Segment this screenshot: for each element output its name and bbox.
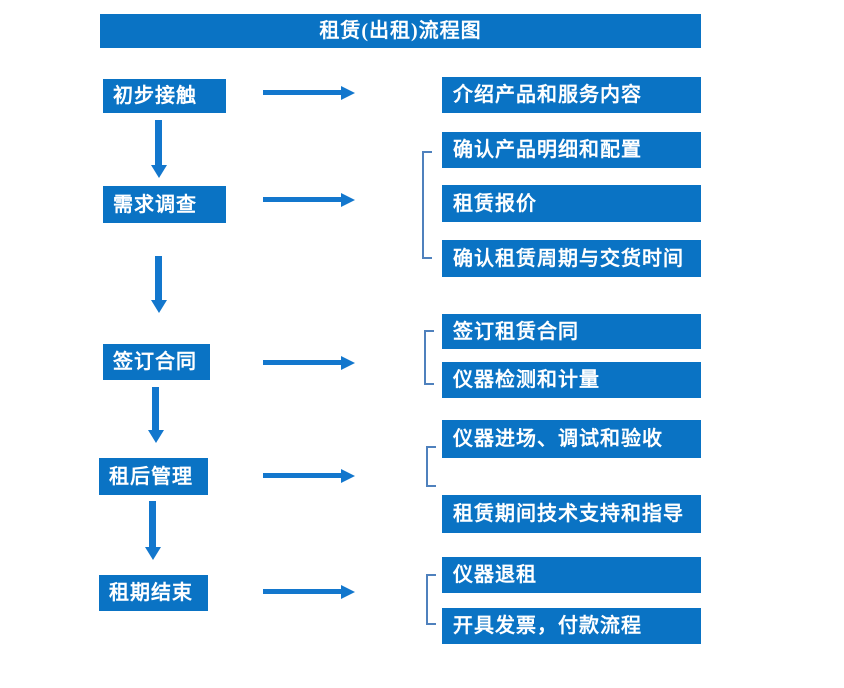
- arrow-down-icon-2: [155, 256, 162, 300]
- bracket-group-demand-survey: [422, 151, 432, 259]
- detail-box-tech-support: 租赁期间技术支持和指导: [442, 495, 701, 533]
- stage-box-demand-survey: 需求调查: [103, 186, 226, 223]
- detail-box-instrument-return: 仪器退租: [442, 557, 701, 593]
- bracket-group-sign-contract: [424, 330, 434, 385]
- arrow-right-icon-stage2: [263, 197, 341, 202]
- detail-box-confirm-product-spec: 确认产品明细和配置: [442, 132, 701, 168]
- detail-box-confirm-period-delivery: 确认租赁周期与交货时间: [442, 240, 701, 277]
- arrow-right-icon-stage4: [263, 473, 341, 478]
- stage-box-rental-end: 租期结束: [99, 575, 208, 611]
- detail-box-instrument-setup: 仪器进场、调试和验收: [442, 420, 701, 458]
- stage-box-sign-contract: 签订合同: [103, 344, 210, 380]
- bracket-group-rental-end: [426, 574, 436, 625]
- arrow-down-icon-3: [152, 387, 159, 430]
- bracket-group-post-rental: [426, 446, 436, 487]
- stage-box-post-rental-management: 租后管理: [99, 458, 208, 495]
- arrow-right-icon-stage5: [263, 589, 341, 594]
- detail-box-rental-quote: 租赁报价: [442, 185, 701, 222]
- detail-box-instrument-testing: 仪器检测和计量: [442, 362, 701, 398]
- detail-box-sign-rental-contract: 签订租赁合同: [442, 314, 701, 349]
- arrow-down-icon-4: [149, 501, 156, 547]
- detail-box-introduce-products: 介绍产品和服务内容: [442, 77, 701, 113]
- flowchart-title: 租赁(出租)流程图: [100, 14, 701, 48]
- stage-box-initial-contact: 初步接触: [103, 79, 226, 113]
- detail-box-invoice-payment: 开具发票，付款流程: [442, 608, 701, 644]
- arrow-down-icon-1: [155, 120, 162, 165]
- arrow-right-icon-stage3: [263, 360, 341, 365]
- arrow-right-icon-stage1: [263, 90, 341, 95]
